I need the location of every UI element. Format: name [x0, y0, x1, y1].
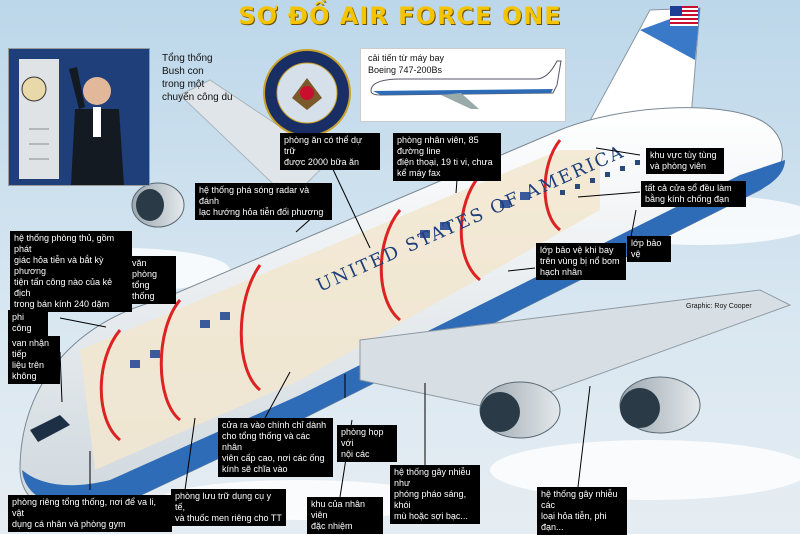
cutaway-interior [80, 150, 600, 470]
cockpit-window [30, 415, 70, 442]
label-main-door: cửa ra vào chính chỉ dành cho tổng thống… [218, 418, 333, 477]
label-security-staff: khu của nhân viên đặc nhiệm [307, 497, 383, 534]
label-president-private-room: phòng riêng tổng thống, nơi để va li, vậ… [8, 495, 172, 532]
label-bulletproof-windows: tất cả cửa sổ đều làm bằng kính chống đạ… [641, 181, 746, 207]
seats [130, 192, 530, 368]
label-protection-layer: lớp bảo vệ [627, 236, 671, 262]
frame-rings [99, 139, 562, 442]
label-food-room: phòng ăn có thể dự trữ được 2000 bữa ăn [280, 133, 380, 170]
label-escort-area: khu vực tùy tùng và phòng viên [646, 148, 724, 174]
right-wing [359, 289, 792, 411]
label-defense-system: hệ thống phòng thủ, gồm phát giác hỏa ti… [10, 231, 132, 312]
graphic-credit: Graphic: Roy Cooper [686, 303, 752, 310]
right-engines [479, 376, 701, 439]
label-nuclear-shield: lớp bảo vệ khi bay trên vùng bị nổ bom h… [536, 243, 626, 280]
diagram-title: SƠ ĐỒ AIR FORCE ONE [238, 2, 562, 30]
label-president-office: văn phòng tổng thống [128, 256, 176, 304]
label-medical-storage: phòng lưu trữ dụng cụ y tế, và thuốc men… [171, 489, 286, 526]
president-photo [8, 48, 150, 186]
photo-caption: Tổng thống Bush con trong một chuyến côn… [162, 53, 233, 103]
inset-caption: cải tiến từ máy bay Boeing 747-200Bs [368, 53, 445, 75]
aircraft-side-view [360, 48, 566, 122]
presidential-seal-icon [263, 49, 351, 137]
label-pilot: phi công [8, 310, 48, 336]
label-radar-jamming: hệ thống phá sóng radar và đánh lạc hướn… [195, 183, 332, 220]
us-flag-icon [670, 6, 698, 26]
label-staff-room: phòng nhân viên, 85 đường line điện thoạ… [393, 133, 501, 181]
label-cabinet-meeting: phòng họp với nội các [337, 425, 397, 462]
windows [560, 160, 640, 195]
label-missile-jamming: hệ thống gây nhiễu các loại hỏa tiễn, ph… [537, 487, 627, 535]
label-flare-jamming: hệ thống gây nhiễu như phóng pháo sáng, … [390, 465, 480, 524]
label-refuel-valve: van nhận tiếp liệu trên không [8, 336, 60, 384]
